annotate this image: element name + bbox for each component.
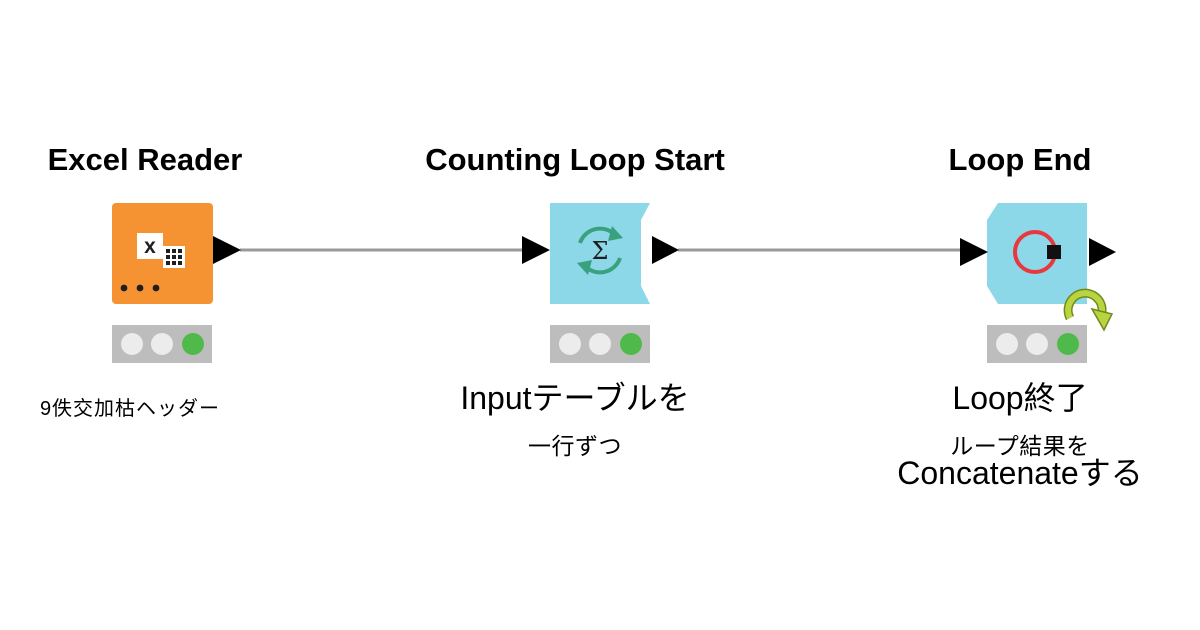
excel-table-icon: x [137,233,185,268]
status-light-red [996,333,1018,355]
status-light-green [620,333,642,355]
node-excel-reader[interactable]: x [112,203,241,304]
loop-reexecute-icon [1063,288,1114,332]
node-title-loop-end[interactable]: Loop End [948,142,1092,177]
loopend-input-port[interactable] [960,238,988,266]
svg-text:x: x [144,235,156,258]
node-title-excel-reader[interactable]: Excel Reader [47,142,243,177]
node-description-counting-loop-start-line2[interactable]: 一行ずつ [528,433,622,459]
node-title-counting-loop-start[interactable]: Counting Loop Start [425,142,725,177]
status-lights-loop-end [987,325,1087,363]
status-light-yellow [151,333,173,355]
status-light-yellow [589,333,611,355]
loopstart-output-port[interactable] [652,236,679,264]
status-light-green [1057,333,1079,355]
node-counting-loop-start[interactable]: Σ [522,203,679,304]
config-dots-icon [120,284,160,292]
status-light-green [182,333,204,355]
status-light-red [559,333,581,355]
loopend-body[interactable] [987,203,1087,304]
node-description-loop-end-line3[interactable]: Concatenateする [897,455,1143,491]
loopstart-body[interactable] [550,203,650,304]
node-description-excel-reader[interactable]: 9佚交加枯ヘッダー [39,398,221,420]
node-description-counting-loop-start-line1[interactable]: Inputテーブルを [460,380,690,416]
loop-end-circle-icon [1013,230,1061,274]
node-loop-end[interactable] [960,203,1116,332]
excel-reader-output-port[interactable] [213,236,241,264]
status-lights-excel-reader [112,325,212,363]
loopend-output-port[interactable] [1089,238,1116,266]
sigma-loop-icon: Σ [577,226,623,275]
loopstart-input-port[interactable] [522,236,550,264]
status-lights-counting-loop-start [550,325,650,363]
node-description-loop-end-line2[interactable]: ループ結果を [950,433,1090,459]
status-light-yellow [1026,333,1048,355]
status-light-red [121,333,143,355]
svg-text:Σ: Σ [592,237,609,265]
node-description-loop-end-line1[interactable]: Loop終了 [952,380,1088,416]
